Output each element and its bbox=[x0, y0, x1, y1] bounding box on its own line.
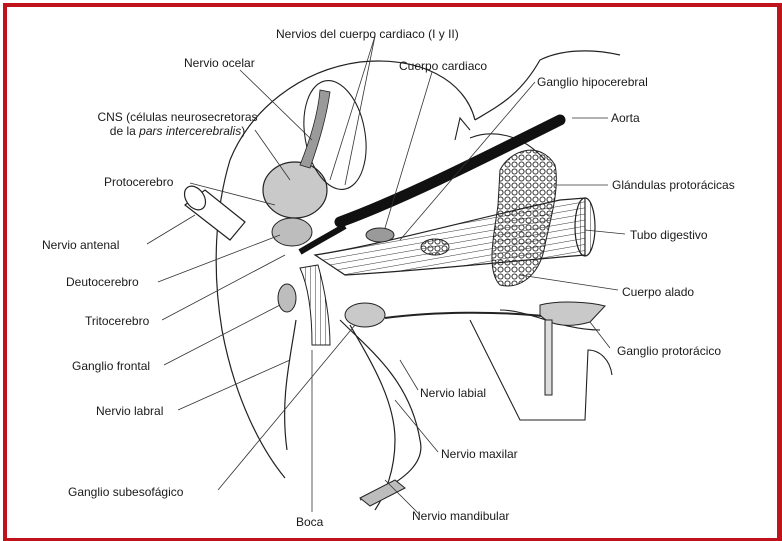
label-nervios-cuerpo-cardiaco: Nervios del cuerpo cardiaco (I y II) bbox=[276, 27, 459, 41]
label-ganglio-hipocerebral: Ganglio hipocerebral bbox=[537, 75, 648, 89]
label-deutocerebro: Deutocerebro bbox=[66, 275, 139, 289]
label-nervio-maxilar: Nervio maxilar bbox=[441, 447, 518, 461]
label-ganglio-frontal: Ganglio frontal bbox=[72, 359, 150, 373]
label-cns-italic: pars intercerebralis bbox=[139, 124, 241, 138]
digestive-tube-end bbox=[575, 198, 595, 256]
subesophageal-ganglion-shape bbox=[345, 303, 385, 327]
label-nervio-antenal: Nervio antenal bbox=[42, 238, 119, 252]
labral-nerve-shape bbox=[285, 320, 296, 450]
label-ganglio-subesofagico: Ganglio subesofágico bbox=[68, 485, 183, 499]
label-cuerpo-cardiaco: Cuerpo cardiaco bbox=[399, 59, 487, 73]
prothoracic-glands bbox=[492, 150, 556, 286]
ventral-nerve-cord bbox=[385, 313, 560, 318]
leg-stub bbox=[545, 320, 552, 395]
label-aorta: Aorta bbox=[611, 111, 640, 125]
leader-lines bbox=[147, 36, 625, 515]
label-cns-prefix: de la bbox=[110, 124, 139, 138]
label-glandulas-protoracicas: Glándulas protorácicas bbox=[612, 178, 735, 192]
label-nervio-ocelar: Nervio ocelar bbox=[184, 56, 255, 70]
label-ganglio-protoracico: Ganglio protorácico bbox=[617, 344, 721, 358]
label-tritocerebro: Tritocerebro bbox=[85, 314, 149, 328]
label-nervio-mandibular: Nervio mandibular bbox=[412, 509, 509, 523]
maxillary-nerve-shape bbox=[340, 320, 421, 500]
label-nervio-labial: Nervio labial bbox=[420, 386, 486, 400]
label-cns-line1: CNS (células neurosecretoras bbox=[90, 110, 265, 124]
label-nervio-labral: Nervio labral bbox=[96, 404, 163, 418]
label-boca: Boca bbox=[296, 515, 323, 529]
deutocerebrum-shape bbox=[272, 218, 312, 246]
frontal-ganglion-shape bbox=[278, 284, 296, 312]
corpus-allatum-shape bbox=[421, 239, 449, 255]
label-cns-suffix: ) bbox=[241, 124, 245, 138]
corpus-cardiacum-shape bbox=[366, 228, 394, 242]
esophagus bbox=[300, 265, 330, 345]
label-cuerpo-alado: Cuerpo alado bbox=[622, 285, 694, 299]
label-cns: CNS (células neurosecretoras de la pars … bbox=[90, 110, 265, 138]
protocerebrum-shape bbox=[263, 162, 327, 218]
label-cns-line2: de la pars intercerebralis) bbox=[90, 124, 265, 138]
label-tubo-digestivo: Tubo digestivo bbox=[630, 228, 708, 242]
label-protocerebro: Protocerebro bbox=[104, 175, 173, 189]
